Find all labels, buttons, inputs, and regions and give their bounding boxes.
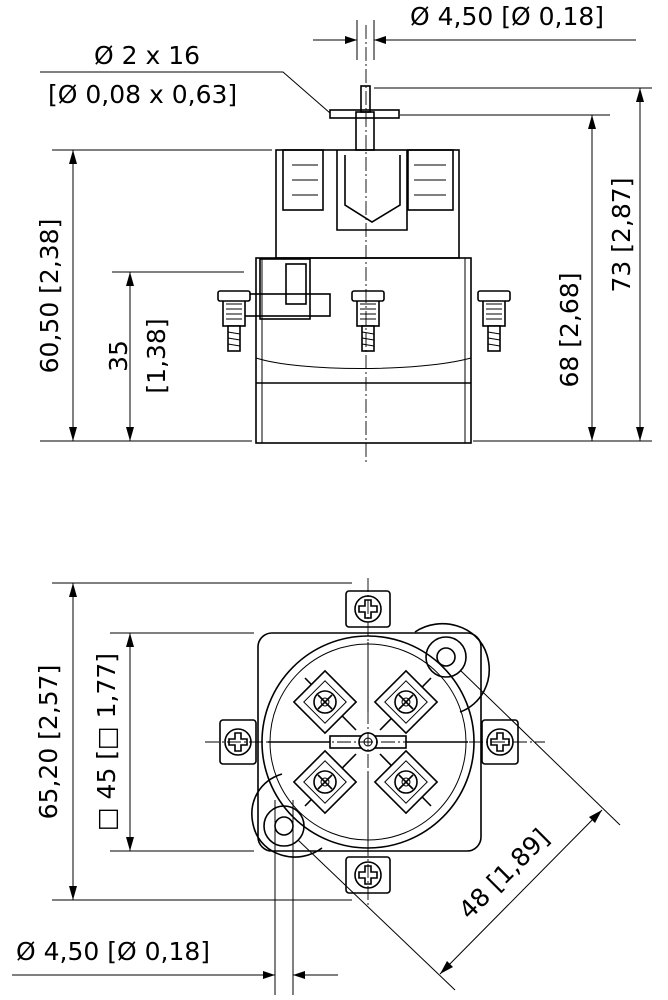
top-view-dimensions	[12, 582, 621, 995]
pin-size-inch-label: [Ø 0,08 x 0,63]	[48, 80, 237, 109]
square-size-label: □ 45 [□ 1,77]	[92, 653, 121, 831]
pin-diameter-label: Ø 4,50 [Ø 0,18]	[410, 2, 604, 31]
height-73-label: 73 [2,87]	[607, 178, 636, 293]
terminal-height-inch-label: [1,38]	[142, 318, 171, 393]
height-68-label: 68 [2,68]	[555, 273, 584, 388]
overall-width-label: 65,20 [2,57]	[34, 665, 63, 820]
hole-diameter-label: Ø 4,50 [Ø 0,18]	[16, 937, 210, 966]
top-view	[205, 578, 545, 905]
body-height-label: 60,50 [2,38]	[35, 219, 64, 374]
side-view-dimensions	[40, 20, 652, 442]
pin-size-label: Ø 2 x 16	[94, 41, 200, 70]
side-view	[217, 25, 511, 465]
terminal-height-label: 35	[104, 340, 133, 372]
